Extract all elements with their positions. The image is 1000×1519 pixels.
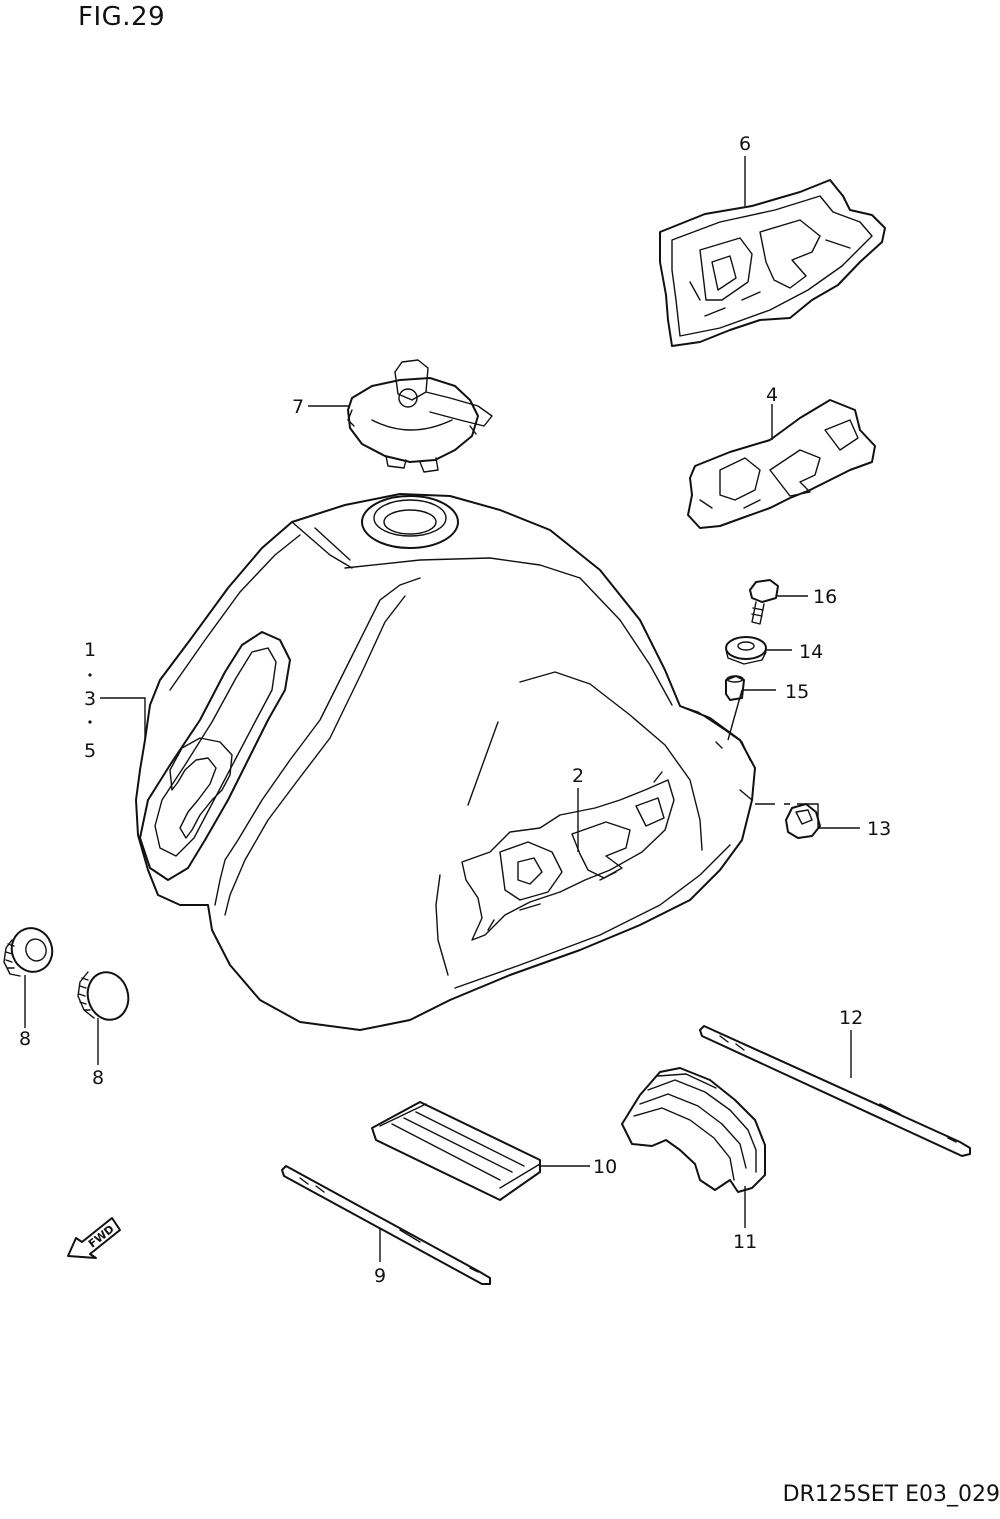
cap-part-8b: [77, 971, 130, 1021]
emblem-sticker-part-4: [687, 399, 876, 529]
callout-3: 3: [84, 688, 96, 710]
callout-2: 2: [572, 765, 584, 787]
callout-13: 13: [867, 818, 891, 840]
cap-part-8a: [3, 927, 54, 977]
emblem-sticker-part-6: [659, 179, 886, 347]
callout-4: 4: [766, 384, 778, 406]
callout-11: 11: [733, 1231, 757, 1253]
grommet-part-14: [725, 636, 767, 665]
fuel-cap-part-7: [347, 359, 493, 473]
pad-part-10: [371, 1101, 541, 1201]
figure-title: FIG.29: [78, 2, 166, 32]
cushion-part-13: [785, 803, 821, 839]
drawing-code: DR125SET E03_029: [782, 1482, 1000, 1507]
callout-8b: 8: [92, 1067, 104, 1089]
callout-16: 16: [813, 586, 837, 608]
callout-6: 6: [739, 133, 751, 155]
callout-9: 9: [374, 1265, 386, 1287]
callout-1: 1: [84, 639, 96, 661]
strap-part-9: [281, 1165, 491, 1285]
callout-7: 7: [292, 396, 304, 418]
fuel-tank-part-1: [135, 493, 756, 1031]
bolt-part-16: [749, 579, 779, 625]
callout-14: 14: [799, 641, 823, 663]
tank-rubber-part-11: [621, 1067, 766, 1193]
callout-8a: 8: [19, 1028, 31, 1050]
callout-12: 12: [839, 1007, 863, 1029]
forward-direction-arrow-icon: FWD: [67, 1217, 121, 1259]
leader-lines: [24, 156, 860, 1262]
callout-10: 10: [593, 1156, 617, 1178]
callout-15: 15: [785, 681, 809, 703]
callout-5: 5: [84, 740, 96, 762]
tank-decal-part-2: [461, 771, 675, 941]
strap-part-12: [699, 1025, 971, 1157]
spacer-part-15: [725, 675, 745, 701]
